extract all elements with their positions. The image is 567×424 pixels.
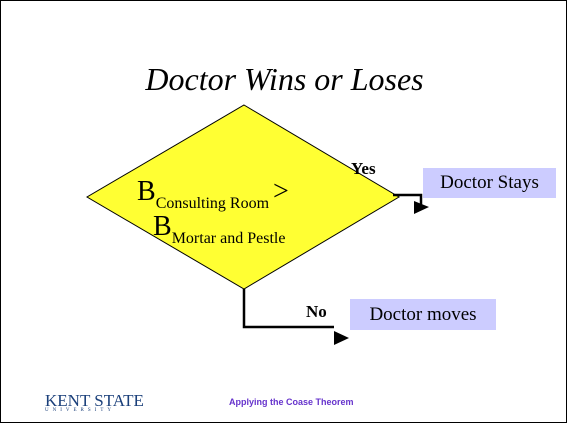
condition-operator: > <box>273 176 289 207</box>
condition-line-2: BMortar and Pestle <box>153 211 285 247</box>
yes-connector <box>393 193 423 207</box>
condition-sub-2: Mortar and Pestle <box>171 230 286 247</box>
no-result-box: Doctor moves <box>350 299 496 330</box>
yes-label: Yes <box>351 159 376 178</box>
condition-b1: B <box>137 176 156 207</box>
no-arrowhead <box>334 331 349 345</box>
condition-sub-1: Consulting Room <box>155 195 270 212</box>
yes-arrowhead <box>414 201 429 214</box>
condition-line-1: BConsulting Room > <box>137 176 289 212</box>
footer-caption: Applying the Coase Theorem <box>229 397 354 407</box>
no-label: No <box>306 302 327 321</box>
yes-result-box: Doctor Stays <box>423 168 556 198</box>
logo-text: KENT STATE <box>45 391 144 410</box>
kent-state-logo: KENT STATE UNIVERSITY <box>45 391 144 413</box>
no-connector <box>242 289 334 329</box>
logo-subtext: UNIVERSITY <box>45 408 115 413</box>
slide-title: Doctor Wins or Loses <box>145 61 424 97</box>
condition-b2: B <box>153 211 172 242</box>
